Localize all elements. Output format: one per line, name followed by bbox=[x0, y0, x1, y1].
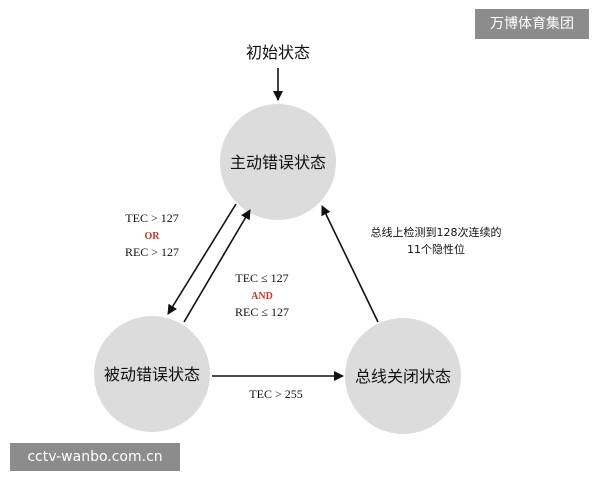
watermark-bottom-left: cctv-wanbo.com.cn bbox=[10, 443, 180, 471]
node-bus-off bbox=[345, 318, 461, 434]
node-error-active bbox=[220, 104, 336, 220]
edge-label-tec-gt-127: TEC > 127 bbox=[125, 211, 178, 225]
node-error-passive-label: 被动错误状态 bbox=[104, 365, 200, 384]
edge-label-busoff-line2: 11个隐性位 bbox=[407, 242, 465, 256]
node-error-passive bbox=[94, 316, 210, 432]
watermark-top-right: 万博体育集团 bbox=[475, 9, 589, 39]
node-bus-off-label: 总线关闭状态 bbox=[355, 367, 451, 386]
node-error-active-label: 主动错误状态 bbox=[230, 153, 326, 172]
edge-label-rec-gt-127: REC > 127 bbox=[125, 245, 179, 259]
edge-label-rec-le-127: REC ≤ 127 bbox=[235, 305, 289, 319]
edge-label-busoff-line1: 总线上检测到128次连续的 bbox=[371, 225, 502, 239]
edge-label-tec-le-127: TEC ≤ 127 bbox=[235, 271, 288, 285]
start-label: 初始状态 bbox=[246, 43, 310, 62]
edge-label-or: OR bbox=[145, 231, 161, 242]
edge-busoff-to-active bbox=[321, 205, 379, 323]
edge-passive-to-active bbox=[183, 209, 251, 323]
edge-label-and: AND bbox=[251, 291, 273, 302]
edge-label-tec-gt-255: TEC > 255 bbox=[249, 387, 302, 401]
edge-active-to-passive bbox=[167, 203, 237, 315]
